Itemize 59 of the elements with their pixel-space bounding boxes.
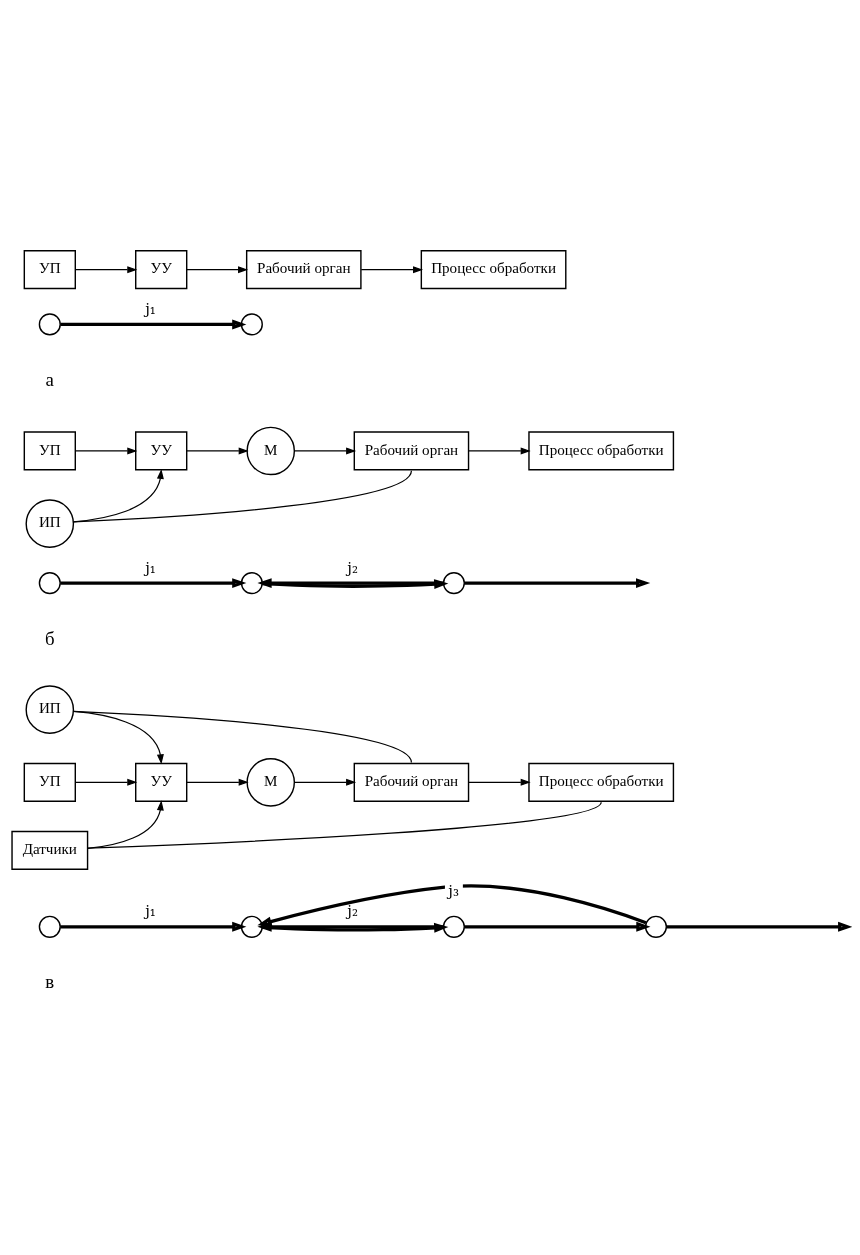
node-circle (38, 572, 61, 595)
arrow (60, 921, 247, 932)
arrow (72, 468, 164, 523)
arrow (666, 921, 852, 932)
node-circle: ИП (25, 499, 75, 548)
arrow (464, 921, 651, 932)
node-circle: М (246, 426, 296, 476)
arrow (186, 266, 249, 274)
node-box: УП (23, 431, 76, 471)
arrow (74, 778, 138, 786)
node-box: УУ (135, 762, 188, 802)
arrow (468, 447, 531, 455)
node-circle (442, 915, 465, 938)
edge-label: j₁ (145, 902, 156, 921)
node-circle (38, 915, 61, 938)
connector (87, 801, 602, 849)
node-box: УП (23, 250, 76, 290)
node-box: Датчики (11, 830, 89, 870)
edge-label: j₂ (347, 902, 358, 921)
node-circle (442, 572, 465, 595)
node-circle: ИП (25, 685, 75, 734)
edge-label: j₁ (145, 299, 156, 318)
node-box: Процесс обработки (420, 250, 567, 290)
arrow (74, 266, 138, 274)
arrow (87, 800, 164, 849)
node-circle (240, 313, 263, 336)
edge-label: j₃ (448, 882, 459, 901)
arrow (293, 447, 357, 455)
node-circle (38, 313, 61, 336)
label: в (45, 971, 55, 993)
node-circle (240, 915, 263, 938)
edge-label: j₂ (347, 558, 358, 577)
arrow (74, 447, 138, 455)
node-box: Рабочий орган (245, 250, 362, 290)
node-box: Процесс обработки (528, 431, 675, 471)
arrow (360, 266, 424, 274)
connector (72, 710, 413, 764)
arrow (60, 319, 247, 330)
node-box: УУ (135, 250, 188, 290)
node-box: Рабочий орган (353, 762, 470, 802)
node-box: УП (23, 762, 76, 802)
arrow (257, 578, 444, 589)
arrow (464, 578, 651, 589)
node-box: УУ (135, 431, 188, 471)
node-box: Рабочий орган (353, 431, 470, 471)
edge-label: j₁ (145, 558, 156, 577)
node-circle: М (246, 758, 296, 807)
arrow (186, 447, 249, 455)
arrow (293, 778, 357, 786)
label: б (45, 627, 55, 649)
arrow (468, 778, 531, 786)
arrow (72, 710, 164, 765)
node-circle (644, 915, 668, 938)
node-circle (240, 572, 263, 595)
label: а (45, 368, 54, 390)
arrow (186, 778, 249, 786)
arrow (60, 578, 247, 589)
node-box: Процесс обработки (528, 762, 675, 802)
connector (72, 470, 413, 523)
